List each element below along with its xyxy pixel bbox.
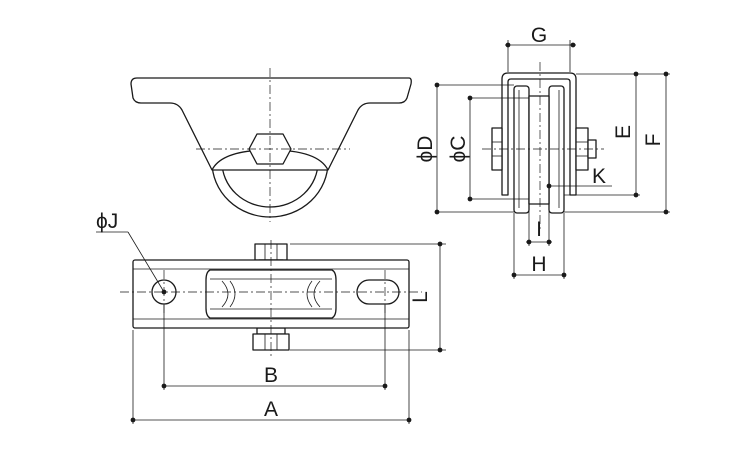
- dim-J-leader: [127, 231, 165, 293]
- dim-B-label: B: [264, 364, 278, 387]
- dim-K-label: K: [592, 165, 606, 188]
- dim-C-label: ϕC: [447, 136, 470, 163]
- dim-G-label: G: [531, 24, 547, 47]
- dim-F-label: F: [642, 134, 665, 147]
- dim-I-label: I: [536, 218, 542, 241]
- dim-A-label: A: [264, 398, 278, 421]
- side-wheel-left: [513, 85, 530, 214]
- dim-E-label: E: [612, 125, 635, 139]
- side-wheel-right: [548, 85, 565, 214]
- front-view: [130, 68, 412, 222]
- dim-J-label: ϕJ: [96, 210, 118, 233]
- side-view: [482, 62, 604, 230]
- dimensions-side-view: G ϕD ϕC E F K I: [414, 24, 670, 279]
- dimensions-top-view: A B ϕJ L: [96, 210, 446, 424]
- dim-L-label: L: [409, 291, 432, 303]
- dim-D-label: ϕD: [414, 136, 437, 163]
- top-view: [120, 240, 422, 356]
- side-hub: [528, 95, 550, 205]
- dim-H-label: H: [531, 253, 546, 276]
